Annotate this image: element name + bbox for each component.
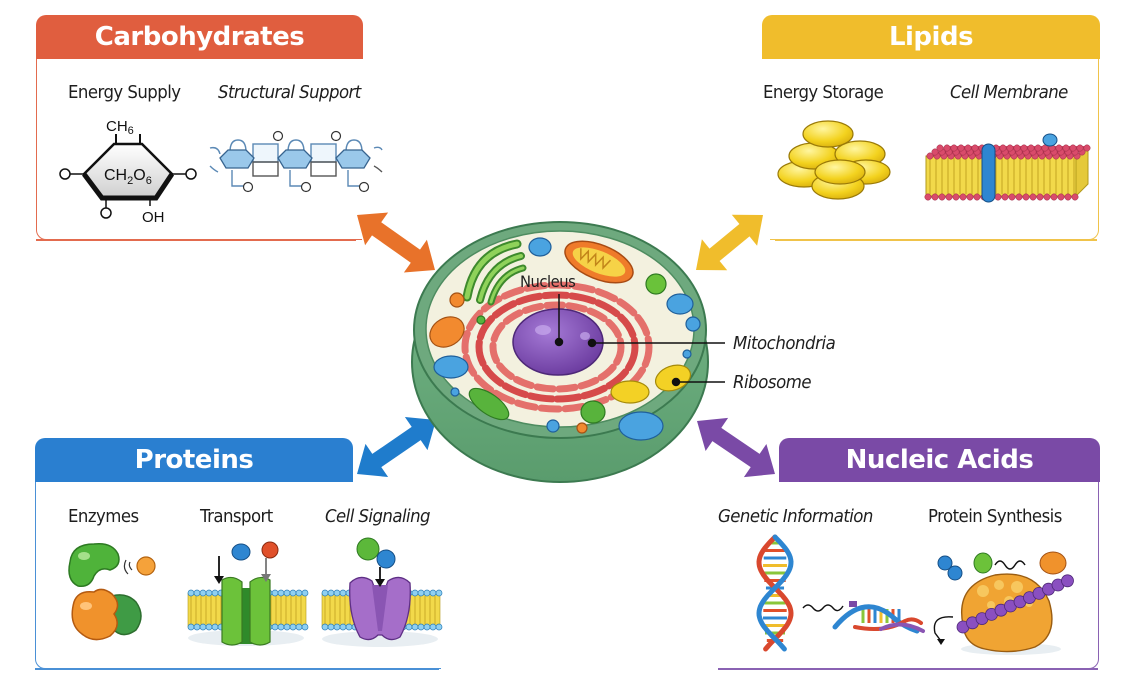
cell-membrane-label: Cell Membrane xyxy=(950,82,1068,103)
cell-signaling-label: Cell Signaling xyxy=(325,506,431,527)
receptor-protein-icon xyxy=(321,537,443,647)
golgi-apparatus xyxy=(462,239,527,306)
ligand-green xyxy=(356,537,380,561)
nucleic-acids-title: Nucleic Acids xyxy=(845,445,1034,475)
protein-synthesis-label: Protein Synthesis xyxy=(928,506,1062,527)
channel-right xyxy=(249,576,271,646)
endoplasmic-reticulum xyxy=(461,281,653,413)
animal-cell-illustration xyxy=(411,221,725,483)
lipids-header: Lipids xyxy=(762,15,1100,59)
polypeptide-bead xyxy=(1061,574,1074,588)
ligand-blue xyxy=(376,549,396,569)
double-arrow-lipids xyxy=(696,214,763,271)
double-arrow-carbohydrates xyxy=(357,212,435,273)
organelles xyxy=(429,237,701,441)
label-pointers xyxy=(554,294,725,387)
double-arrow-nucleic-acids xyxy=(697,417,775,478)
mitochondria-label: Mitochondria xyxy=(733,333,836,354)
dna-helix-icon xyxy=(756,534,925,652)
carbohydrates-title: Carbohydrates xyxy=(94,22,305,52)
membrane-protein xyxy=(981,143,996,203)
nucleic-acids-header: Nucleic Acids xyxy=(779,438,1100,482)
enzymes-label: Enzymes xyxy=(68,506,139,527)
fat-droplets-icon xyxy=(777,120,891,200)
dna-strand-red xyxy=(756,534,794,652)
red-molecule xyxy=(261,541,279,559)
amino-acid-blue xyxy=(947,565,963,581)
double-arrow-proteins xyxy=(357,417,436,477)
carbohydrates-header: Carbohydrates xyxy=(36,15,363,59)
bilayer-tails xyxy=(925,155,1077,197)
energy-supply-label: Energy Supply xyxy=(68,82,181,103)
lipid-bilayer-icon xyxy=(924,133,1091,203)
proteins-title: Proteins xyxy=(134,445,254,475)
ribosome-icon xyxy=(933,551,1074,655)
carbohydrates-underline xyxy=(36,239,356,241)
amino-acid-blue xyxy=(937,555,953,571)
glucose-ring-icon: CH6 CH2O6 OH xyxy=(59,118,197,226)
mitochondrion-top xyxy=(564,240,634,284)
enzyme-substrate-icon xyxy=(68,542,156,641)
channel-left xyxy=(221,576,243,646)
structural-support-label: Structural Support xyxy=(218,82,361,103)
ribosome-label: Ribosome xyxy=(733,372,812,393)
nucleus-label: Nucleus xyxy=(520,272,576,291)
formula-bottom: OH xyxy=(142,209,165,226)
carbohydrates-body xyxy=(36,59,362,240)
proteins-header: Proteins xyxy=(35,438,353,482)
formula-top: CH6 xyxy=(106,118,134,137)
transport-label: Transport xyxy=(200,506,273,527)
trna-squiggle xyxy=(994,560,1026,570)
energy-storage-label: Energy Storage xyxy=(763,82,884,103)
amino-acid-orange xyxy=(1039,551,1067,575)
mrna-squiggle xyxy=(802,604,844,612)
blue-molecule xyxy=(231,543,251,561)
channel-protein-icon xyxy=(187,541,309,646)
membrane-protein-small xyxy=(1042,133,1058,147)
lipids-title: Lipids xyxy=(888,22,974,52)
dna-strand-blue xyxy=(756,534,794,652)
proteins-underline xyxy=(35,668,439,670)
genetic-information-label: Genetic Information xyxy=(718,506,873,527)
amino-acid-green xyxy=(973,552,993,574)
nucleic-acids-underline xyxy=(718,668,1098,670)
lipids-underline xyxy=(775,239,1097,241)
formula-center: CH2O6 xyxy=(104,167,152,187)
polysaccharide-chain-icon xyxy=(209,130,383,193)
